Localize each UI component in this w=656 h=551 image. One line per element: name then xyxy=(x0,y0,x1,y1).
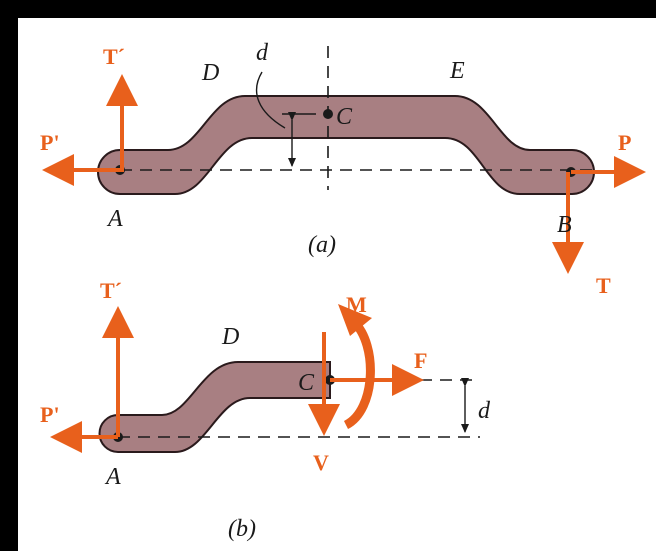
label-c-point-b: C xyxy=(298,370,315,396)
label-m-b: M xyxy=(346,292,367,317)
bar-a xyxy=(97,95,595,195)
label-a-point-a: A xyxy=(106,206,123,232)
label-c-point-a: C xyxy=(336,104,353,130)
figure-a: T´ P' P T D d E C A B (a) xyxy=(40,40,646,298)
figure-b: T´ P' M F V D C d A (b) xyxy=(40,278,491,542)
label-t-prime-a: T´ xyxy=(103,44,125,69)
label-dim-d-b: d xyxy=(478,398,491,424)
label-p-a: P xyxy=(618,130,631,155)
moment-m-arrowhead xyxy=(338,304,372,336)
label-p-prime-b: P' xyxy=(40,402,60,427)
dimension-d-leader-a xyxy=(255,71,286,129)
moment-m-b xyxy=(343,318,375,430)
bar-b xyxy=(98,361,331,453)
label-v-b: V xyxy=(313,450,329,475)
label-e-point-a: E xyxy=(449,58,465,84)
point-c-a xyxy=(323,109,333,119)
label-t-a: T xyxy=(596,273,611,298)
label-d-point-a: D xyxy=(201,60,219,86)
label-b-point-a: B xyxy=(557,212,572,238)
label-a-point-b: A xyxy=(104,464,121,490)
label-p-prime-a: P' xyxy=(40,130,60,155)
label-t-prime-b: T´ xyxy=(100,278,122,303)
label-f-b: F xyxy=(414,348,427,373)
caption-a: (a) xyxy=(308,232,336,258)
label-d-point-b: D xyxy=(221,324,239,350)
label-dim-d-a: d xyxy=(256,40,269,66)
caption-b: (b) xyxy=(228,516,256,542)
